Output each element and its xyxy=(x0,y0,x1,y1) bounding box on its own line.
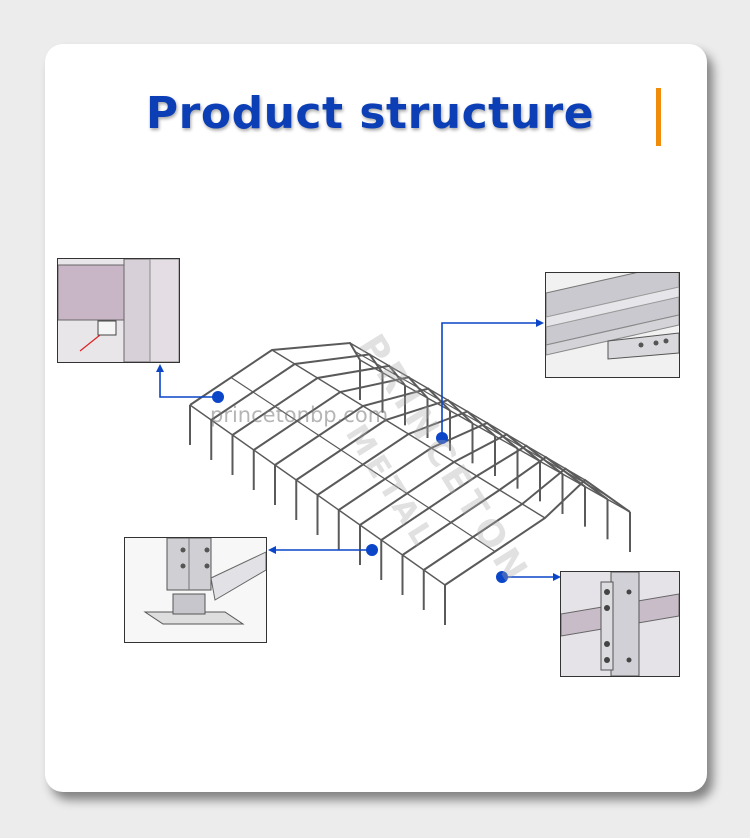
wall-connector-detail-icon xyxy=(58,259,179,362)
website-watermark: princetonbp.com xyxy=(210,403,389,427)
callout-dot-upper-left xyxy=(212,391,224,403)
base-plate-detail-icon xyxy=(125,538,266,642)
column-purlin-joint-detail-icon xyxy=(561,572,679,676)
frame-purlin xyxy=(230,376,496,553)
upper-left-detail xyxy=(57,258,180,363)
frame-purlin xyxy=(359,359,631,513)
arrow-upper-left-icon xyxy=(156,364,164,372)
arrow-lower-left-icon xyxy=(268,546,276,554)
roof-beam-joint-detail-icon xyxy=(546,273,679,377)
lower-left-detail xyxy=(124,537,267,643)
page-title: Product structure xyxy=(145,88,595,139)
frame-purlin xyxy=(354,350,608,497)
frame-purlin xyxy=(271,349,546,519)
arrow-lower-right-icon xyxy=(553,573,561,581)
frame-purlin xyxy=(349,342,586,481)
callout-lines xyxy=(159,322,557,578)
callout-line-upper-right xyxy=(441,322,540,438)
accent-bar xyxy=(656,88,661,146)
upper-right-detail xyxy=(545,272,680,378)
callout-line-upper-left xyxy=(159,368,218,398)
callout-dot-lower-right xyxy=(496,571,508,583)
callout-dot-upper-right xyxy=(436,432,448,444)
frame-purlin xyxy=(189,404,446,586)
arrow-upper-right-icon xyxy=(536,319,544,327)
callout-dot-lower-left xyxy=(366,544,378,556)
lower-right-detail xyxy=(560,571,680,677)
